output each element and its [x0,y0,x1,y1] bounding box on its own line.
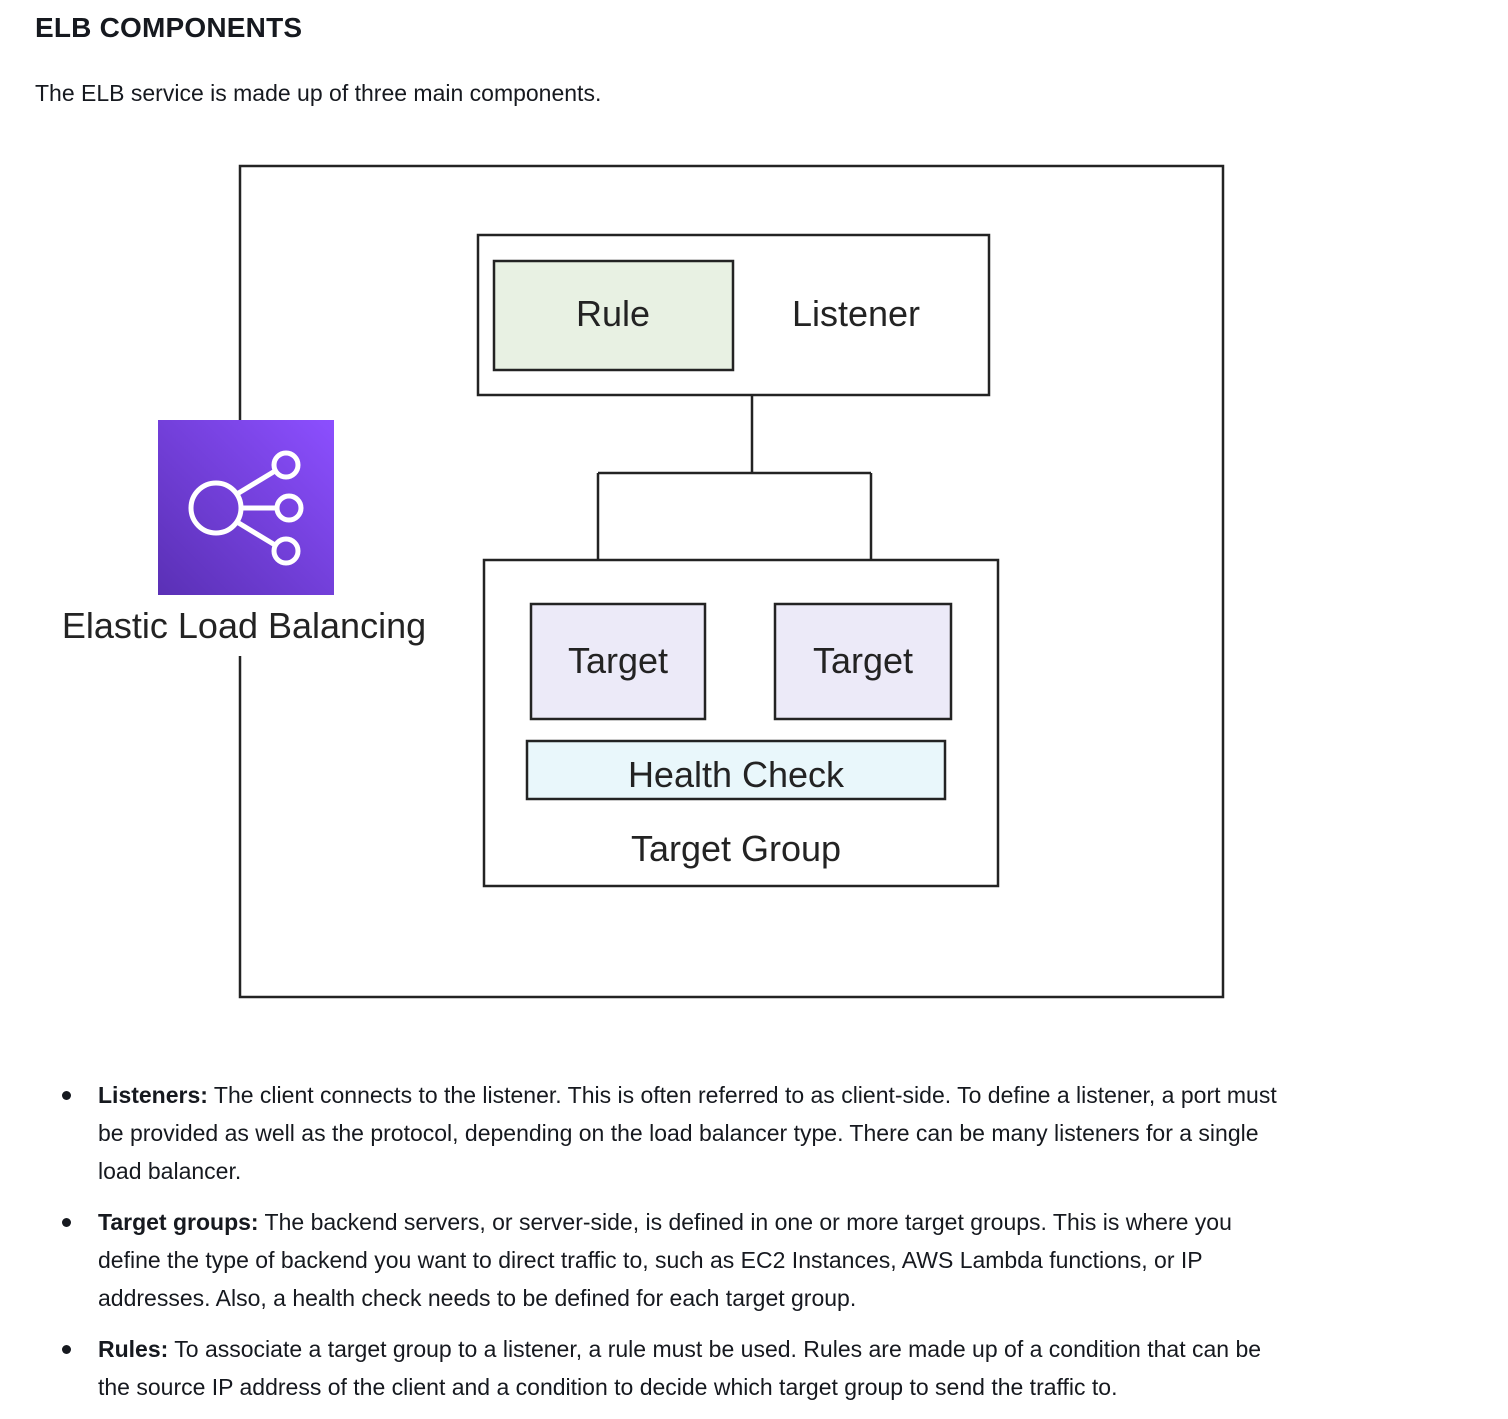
target-label: Target [813,640,913,681]
list-item-term: Listeners: [98,1082,208,1108]
target-label: Target [568,640,668,681]
list-item-term: Target groups: [98,1209,259,1235]
list-item-term: Rules: [98,1336,169,1362]
listener-label: Listener [792,293,920,334]
service-label: Elastic Load Balancing [62,605,426,646]
target-box [529,602,707,721]
list-item-listeners: Listeners: The client connects to the li… [0,1076,1288,1190]
target-group-label: Target Group [631,828,841,869]
target-box [773,602,953,721]
list-item-rules: Rules: To associate a target group to a … [0,1330,1288,1406]
list-item-text: The backend servers, or server-side, is … [98,1209,1232,1311]
rule-box [492,259,735,372]
bullet-icon [62,1091,71,1100]
page-title: ELB COMPONENTS [35,12,303,43]
rule-label: Rule [576,293,650,334]
intro-text: The ELB service is made up of three main… [35,80,602,106]
health-check-label: Health Check [628,754,845,795]
health-check-box [525,739,947,801]
list-item-text: To associate a target group to a listene… [98,1336,1262,1400]
elb-boundary [238,164,1225,999]
list-item-target-groups: Target groups: The backend servers, or s… [0,1203,1288,1317]
components-list: Listeners: The client connects to the li… [0,1076,1508,1419]
list-item-text: The client connects to the listener. Thi… [98,1082,1277,1184]
elb-components-diagram: Elastic Load Balancing Rule Listener Tar… [62,164,1225,999]
bullet-icon [62,1218,71,1227]
elastic-load-balancing-icon [158,420,334,595]
bullet-icon [62,1345,71,1354]
